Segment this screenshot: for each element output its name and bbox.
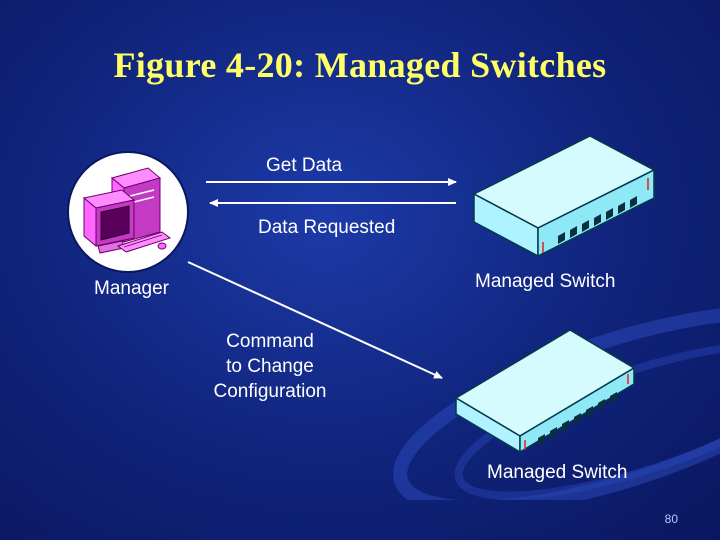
command-arrow bbox=[187, 261, 443, 379]
command-label: Command to Change Configuration bbox=[200, 329, 340, 404]
page-number: 80 bbox=[664, 512, 678, 526]
command-label-line-3: Configuration bbox=[213, 381, 327, 402]
switch-bottom-label: Managed Switch bbox=[487, 462, 628, 483]
manager-label: Manager bbox=[94, 278, 169, 299]
get-data-label: Get Data bbox=[266, 155, 343, 176]
command-label-line-1: Command bbox=[226, 331, 314, 352]
managed-switch-top-icon bbox=[472, 135, 656, 258]
manager-computer-icon bbox=[67, 151, 189, 273]
managed-switch-bottom-icon bbox=[454, 329, 636, 454]
slide-title: Figure 4-20: Managed Switches bbox=[113, 45, 607, 85]
command-label-line-2: to Change bbox=[226, 356, 314, 377]
switch-top-label: Managed Switch bbox=[475, 271, 616, 292]
data-requested-label: Data Requested bbox=[258, 217, 396, 238]
